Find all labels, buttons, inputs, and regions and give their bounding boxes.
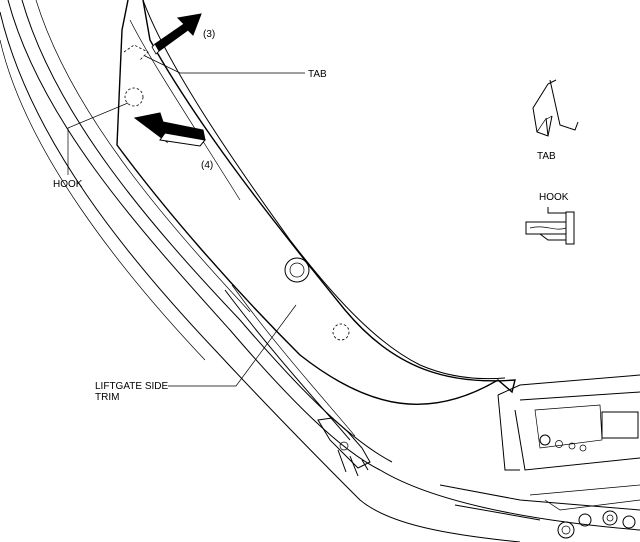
- rear-panel-structure: [439, 374, 640, 539]
- arrow-step-3: [151, 13, 202, 55]
- hook-detail: [525, 207, 575, 245]
- tab-label: TAB: [308, 69, 327, 80]
- trim-label-line2: TRIM: [95, 392, 119, 403]
- arrow-step-4: [133, 112, 206, 147]
- latch-bracket: [317, 417, 371, 477]
- step-3-label: (3): [203, 29, 215, 40]
- trim-label-line1: LIFTGATE SIDE: [95, 381, 168, 392]
- tab-detail: [532, 79, 579, 137]
- detail-hook-label: HOOK: [539, 192, 569, 203]
- detail-tab-label: TAB: [537, 151, 556, 162]
- hook-label: HOOK: [53, 179, 83, 190]
- liftgate-side-trim: [116, 0, 516, 405]
- leader-lines: [67, 55, 305, 387]
- step-4-label: (4): [201, 160, 213, 171]
